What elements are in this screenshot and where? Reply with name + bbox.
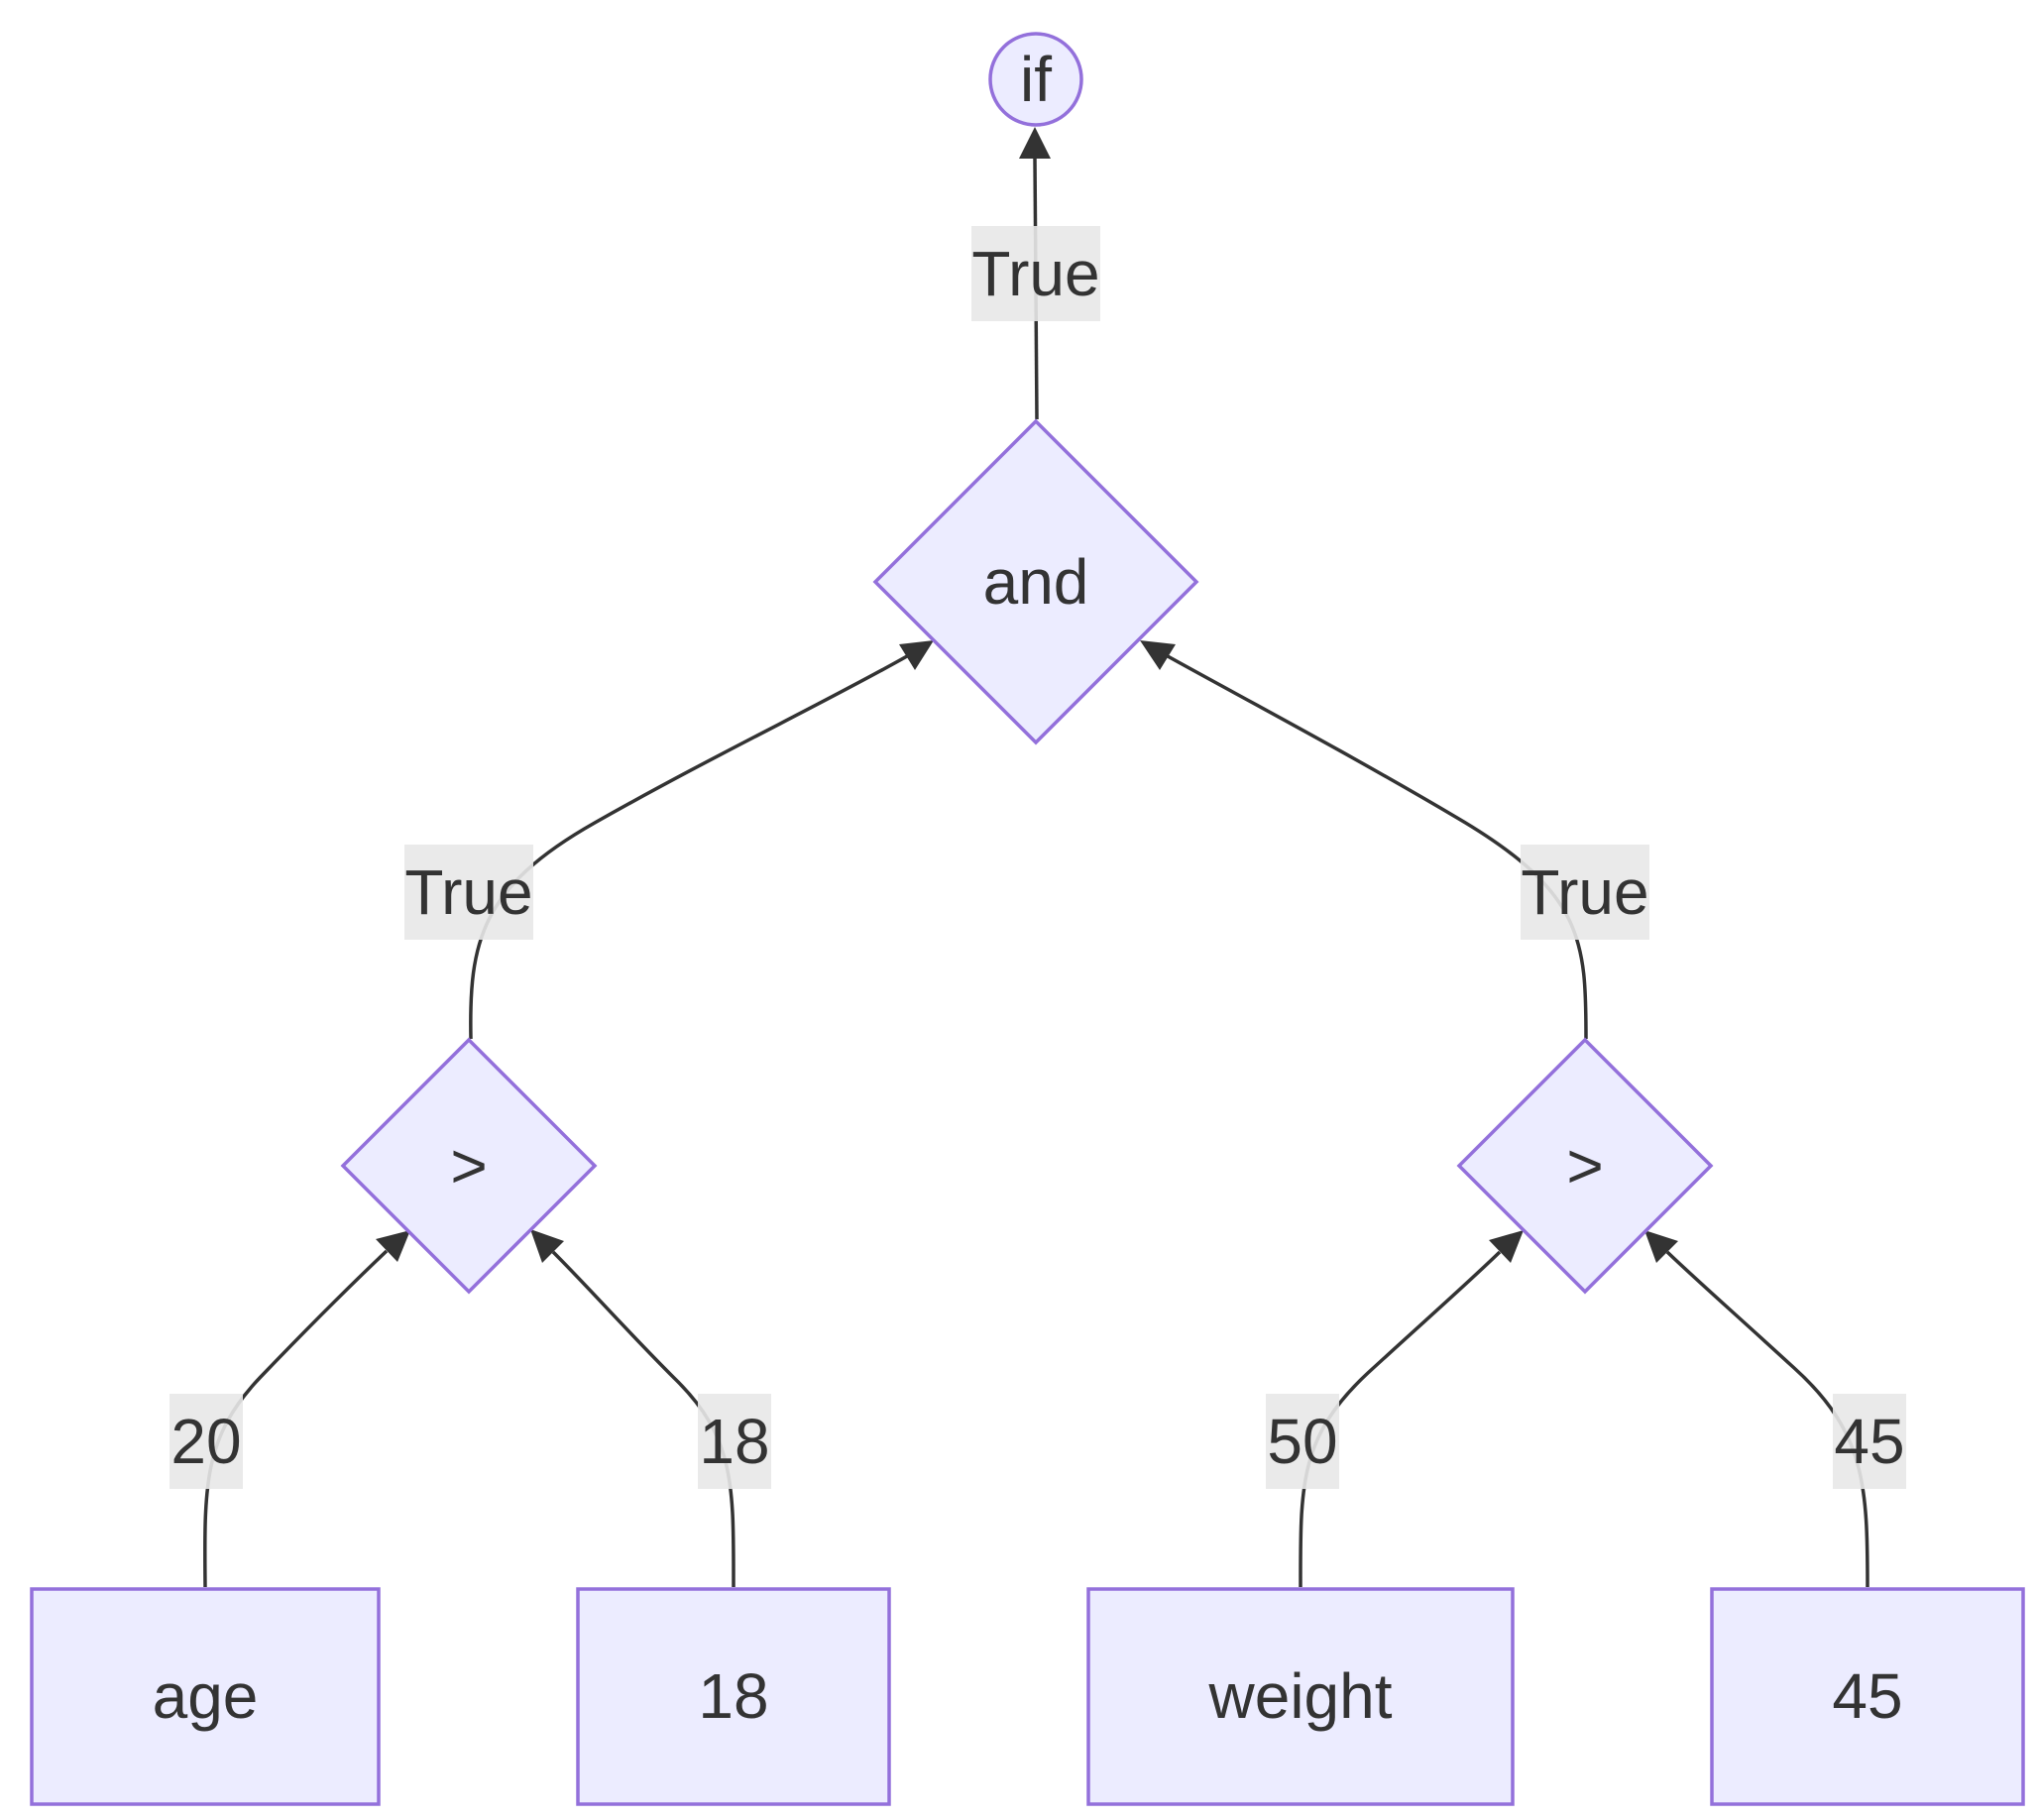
- arrowhead-icon: [1644, 1230, 1678, 1263]
- edge-45-to-gt-right: [1644, 1230, 1869, 1588]
- arrowhead-icon: [530, 1229, 564, 1263]
- node-label: if: [1020, 44, 1052, 115]
- edge-label-age-to-gt-left: 20: [170, 1394, 243, 1489]
- arrowhead-icon: [376, 1230, 410, 1262]
- edge-label-text: 45: [1834, 1406, 1904, 1477]
- edge-gt-left-to-and: [469, 640, 934, 1040]
- node-literal-18: 18: [576, 1587, 891, 1806]
- node-age: age: [30, 1587, 381, 1806]
- node-label: and: [983, 546, 1089, 618]
- arrowhead-icon: [1140, 640, 1176, 670]
- edge-label-45-to-gt-right: 45: [1833, 1394, 1906, 1489]
- edge-gt-right-to-and: [1140, 640, 1588, 1040]
- edge-label-text: True: [1521, 856, 1648, 928]
- node-label: >: [1566, 1130, 1603, 1201]
- node-greater-than-left: >: [340, 1037, 598, 1295]
- arrowhead-icon: [899, 640, 934, 670]
- edge-weight-to-gt-right: [1299, 1230, 1524, 1588]
- edge-label-and-to-if: True: [971, 226, 1100, 321]
- edge-age-to-gt-left: [202, 1230, 410, 1588]
- edge-label-text: 18: [699, 1406, 769, 1477]
- edge-label-text: 50: [1267, 1406, 1337, 1477]
- node-and: and: [872, 418, 1199, 745]
- node-greater-than-right: >: [1456, 1037, 1714, 1295]
- node-label: age: [153, 1660, 259, 1732]
- edge-label-text: 20: [170, 1406, 241, 1477]
- arrowhead-icon: [1019, 127, 1051, 159]
- node-if: if: [988, 32, 1083, 127]
- node-weight: weight: [1086, 1587, 1515, 1806]
- edge-label-gt-left-to-and: True: [404, 845, 533, 940]
- node-label: weight: [1208, 1660, 1393, 1732]
- edge-label-text: True: [971, 238, 1099, 309]
- node-label: 18: [698, 1660, 768, 1732]
- arrowhead-icon: [1489, 1230, 1524, 1263]
- node-literal-45: 45: [1710, 1587, 2025, 1806]
- node-label: 45: [1832, 1660, 1902, 1732]
- edge-label-weight-to-gt-right: 50: [1266, 1394, 1339, 1489]
- node-label: >: [450, 1130, 487, 1201]
- edge-label-gt-right-to-and: True: [1521, 845, 1649, 940]
- edge-18-to-gt-left: [530, 1229, 736, 1588]
- edge-label-text: True: [404, 856, 532, 928]
- edge-label-18-to-gt-left: 18: [698, 1394, 771, 1489]
